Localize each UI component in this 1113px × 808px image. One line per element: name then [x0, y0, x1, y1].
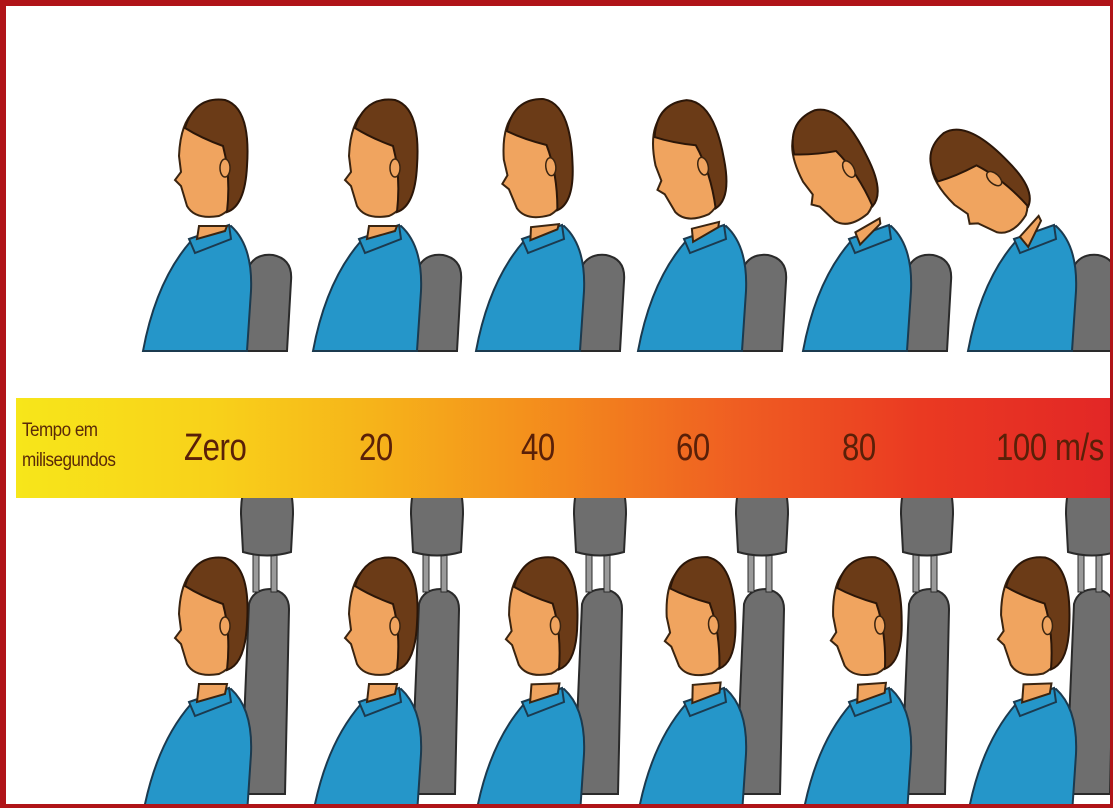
head — [175, 100, 248, 239]
tick-zero: Zero — [184, 428, 246, 468]
head — [345, 558, 418, 702]
seated-figure — [476, 469, 626, 808]
seated-figure — [771, 99, 951, 351]
headrest-post — [931, 552, 937, 592]
timeline-band: Tempo em milisegundos Zero 20 40 60 80 1… — [16, 398, 1113, 498]
ear — [1042, 616, 1053, 634]
timeline-label: Tempo em milisegundos — [22, 416, 157, 476]
headrest-post — [253, 552, 259, 592]
seated-figure — [313, 469, 463, 808]
head — [175, 558, 248, 702]
head — [825, 555, 907, 704]
seated-figure — [638, 94, 786, 351]
tick-80: 80 — [842, 428, 876, 468]
head — [345, 100, 418, 239]
ear — [550, 616, 561, 634]
head — [494, 96, 581, 242]
tick-20: 20 — [359, 428, 393, 468]
timeline-label-line1: Tempo em — [22, 416, 157, 446]
headrest-post — [766, 552, 772, 592]
headrest-post — [748, 552, 754, 592]
ear — [220, 159, 230, 177]
seated-figure — [313, 100, 461, 351]
seated-figure — [803, 469, 953, 808]
tick-100: 100 m/s — [996, 428, 1104, 468]
timeline-label-line2: milisegundos — [22, 446, 157, 476]
head — [658, 555, 743, 705]
headrest-post — [913, 552, 919, 592]
head — [503, 556, 581, 703]
headrest-post — [271, 552, 277, 592]
head — [995, 556, 1073, 703]
headrest-post — [604, 552, 610, 592]
seated-figure — [638, 469, 788, 808]
seated-figure — [968, 469, 1113, 808]
ear — [874, 616, 885, 635]
seated-figure — [143, 100, 291, 351]
headrest-post — [423, 552, 429, 592]
tick-60: 60 — [676, 428, 710, 468]
headrest-post — [586, 552, 592, 592]
seated-figure — [143, 469, 293, 808]
headrest-post — [1078, 552, 1084, 592]
head — [638, 94, 742, 247]
ear — [390, 617, 400, 635]
tick-40: 40 — [521, 428, 555, 468]
headrest-post — [1096, 552, 1102, 592]
headrest-post — [441, 552, 447, 592]
seated-figure — [476, 96, 624, 351]
ear — [220, 617, 230, 635]
ear — [390, 159, 400, 177]
